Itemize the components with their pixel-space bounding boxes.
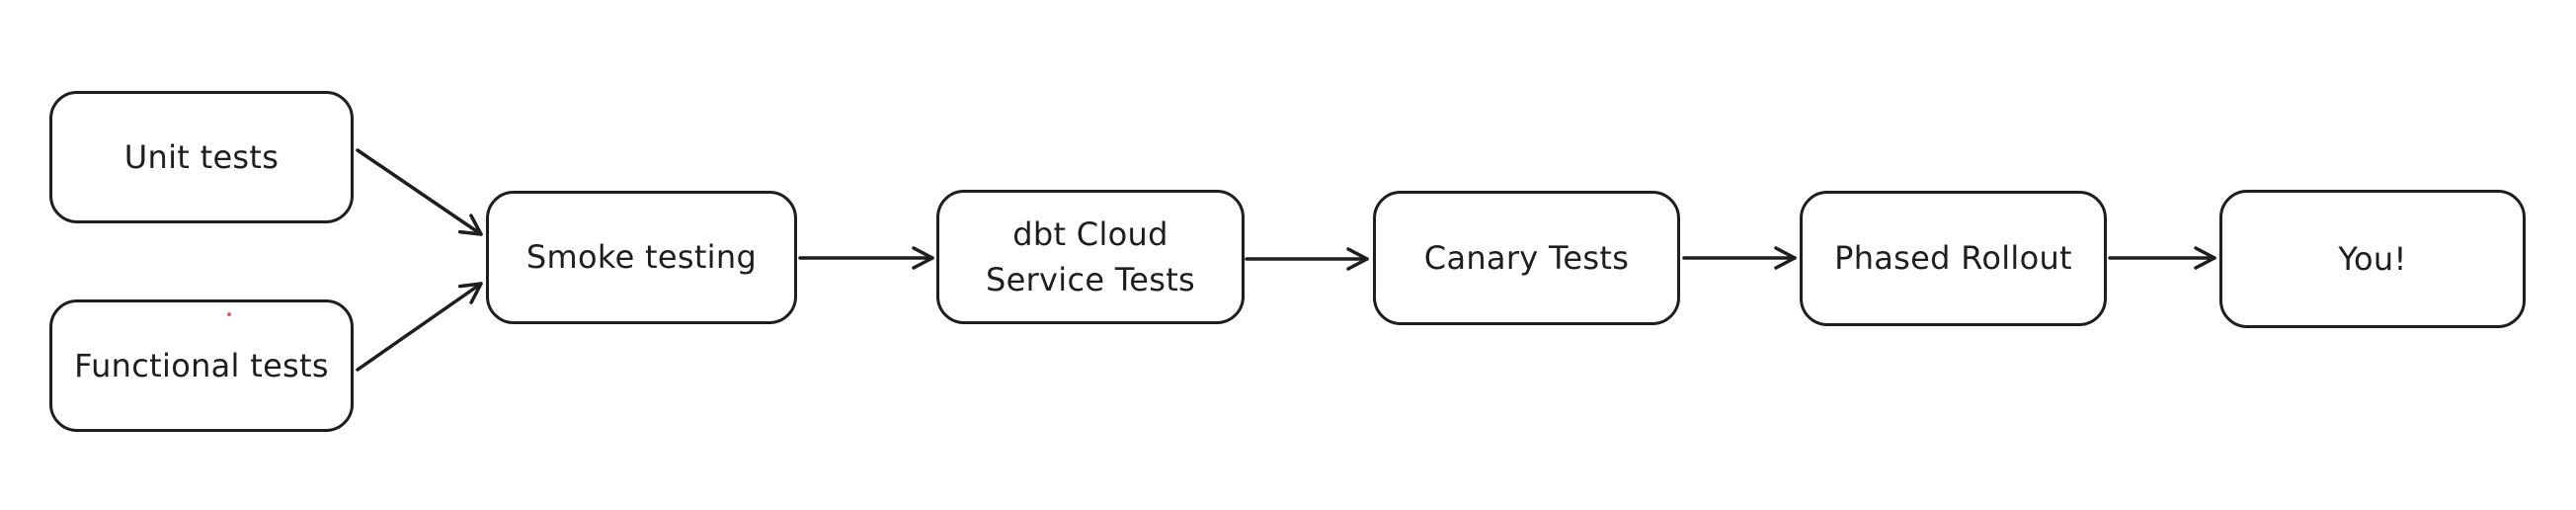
node-functional-tests-label: Functional tests <box>74 346 329 384</box>
node-you-label: You! <box>2338 239 2407 278</box>
stray-red-dot <box>227 312 231 316</box>
node-canary-tests-label: Canary Tests <box>1423 238 1630 277</box>
node-unit-tests-label: Unit tests <box>123 137 280 176</box>
node-phased-rollout: Phased Rollout <box>1800 191 2107 326</box>
node-dbt-cloud-service-tests: dbt Cloud Service Tests <box>936 190 1245 324</box>
node-smoke-testing: Smoke testing <box>486 191 797 324</box>
node-canary-tests: Canary Tests <box>1373 191 1680 325</box>
node-unit-tests: Unit tests <box>49 91 354 223</box>
arrow-unit-tests-to-smoke-testing <box>356 148 483 236</box>
node-you: You! <box>2219 190 2526 328</box>
node-phased-rollout-label: Phased Rollout <box>1834 239 2072 278</box>
node-smoke-testing-label: Smoke testing <box>525 238 758 277</box>
node-functional-tests: Functional tests <box>49 299 354 432</box>
arrow-functional-tests-to-smoke-testing <box>356 282 483 372</box>
node-dbt-cloud-service-tests-label: dbt Cloud Service Tests <box>985 214 1196 298</box>
